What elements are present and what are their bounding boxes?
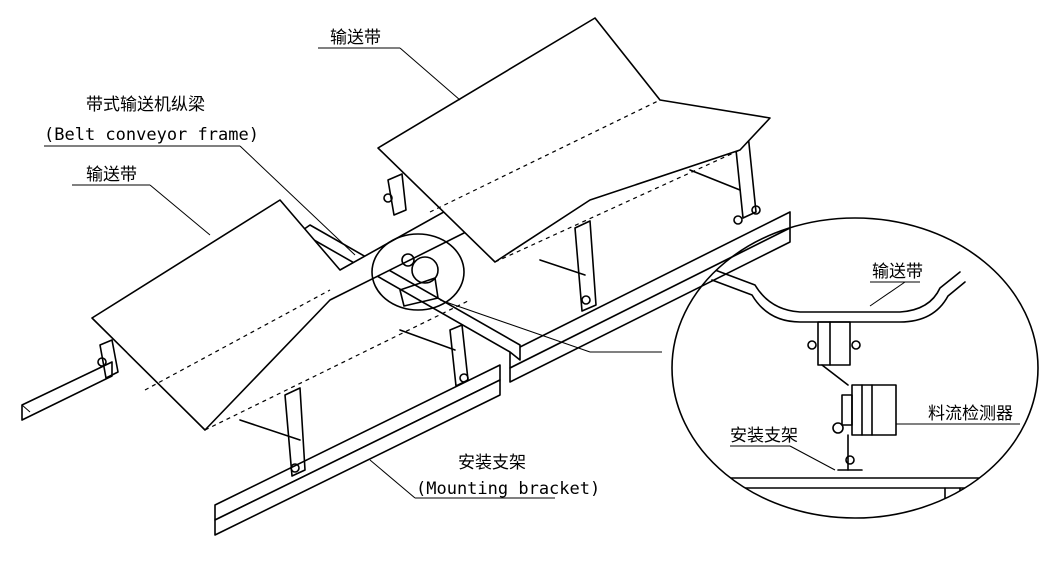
conveyor-belt-right: [377, 17, 771, 263]
belt-label-left: 输送带: [86, 165, 137, 185]
idler-stands-left: [97, 324, 469, 477]
detector-callout: [371, 233, 662, 353]
bracket-label-en: (Mounting bracket): [416, 479, 600, 499]
detail-bracket-label: 安装支架: [730, 426, 798, 446]
front-frame-beam: [214, 211, 791, 536]
rear-frame-beam: [21, 361, 113, 421]
leader-lines: [44, 47, 555, 499]
detail-belt-label: 输送带: [872, 262, 923, 282]
bracket-label-cn: 安装支架: [458, 453, 526, 473]
belt-label-top: 输送带: [330, 28, 381, 48]
frame-label-cn: 带式输送机纵梁: [86, 95, 205, 115]
detail-detector-label: 料流检测器: [928, 404, 1013, 424]
frame-label-en: (Belt conveyor frame): [44, 125, 259, 145]
detail-view: [671, 217, 1039, 519]
